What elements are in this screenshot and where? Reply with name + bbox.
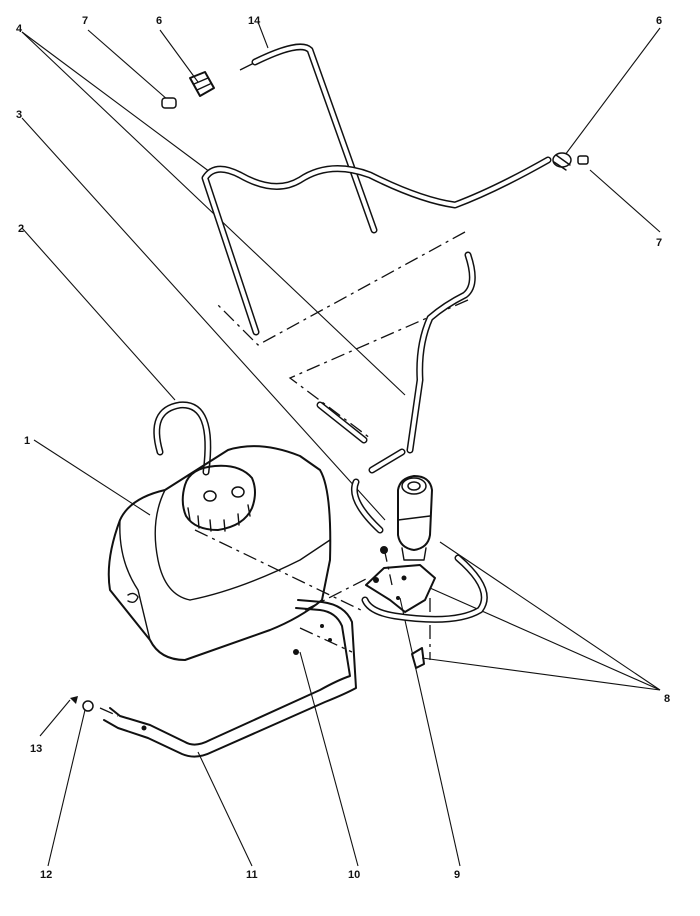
jet-nozzle-right xyxy=(577,155,589,165)
hose-connector-t xyxy=(368,448,406,474)
callout-2: 2 xyxy=(18,223,24,235)
hose-long-crossing xyxy=(201,156,552,336)
callout-11: 11 xyxy=(246,869,258,881)
tank-retaining-strap xyxy=(103,599,357,758)
jet-nozzle-left xyxy=(161,97,177,109)
callout-14: 14 xyxy=(248,15,261,27)
pump-mounting-bracket xyxy=(365,564,436,613)
fixings xyxy=(70,546,425,712)
washer-pump-motor xyxy=(397,475,433,561)
callout-6-right: 6 xyxy=(656,15,662,27)
callout-labels: 1 2 3 4 6 6 7 7 8 9 10 11 12 13 14 xyxy=(16,15,670,881)
hose-middle-s xyxy=(406,251,476,454)
callout-9: 9 xyxy=(454,869,460,881)
hose-tank-loop xyxy=(153,401,212,476)
alignment-guides xyxy=(99,57,469,717)
callout-8: 8 xyxy=(664,693,670,705)
filler-cap xyxy=(181,464,256,532)
hose-upper-inverted-u xyxy=(251,43,378,234)
callout-3: 3 xyxy=(16,109,22,121)
callout-10: 10 xyxy=(348,869,360,881)
callout-6-left: 6 xyxy=(156,15,162,27)
hose-pump-loop xyxy=(351,478,488,623)
callout-1: 1 xyxy=(24,435,30,447)
callout-7-left: 7 xyxy=(82,15,88,27)
callout-13: 13 xyxy=(30,743,42,755)
callout-12: 12 xyxy=(40,869,52,881)
hose-short-straight xyxy=(316,401,368,444)
washer-reservoir-tank xyxy=(107,445,332,661)
callout-7-right: 7 xyxy=(656,237,662,249)
leader-lines xyxy=(21,21,661,867)
hose-adaptor-nozzle-right xyxy=(552,152,572,171)
callout-4: 4 xyxy=(16,23,23,35)
hose-adaptor-nozzle-left xyxy=(189,71,215,97)
